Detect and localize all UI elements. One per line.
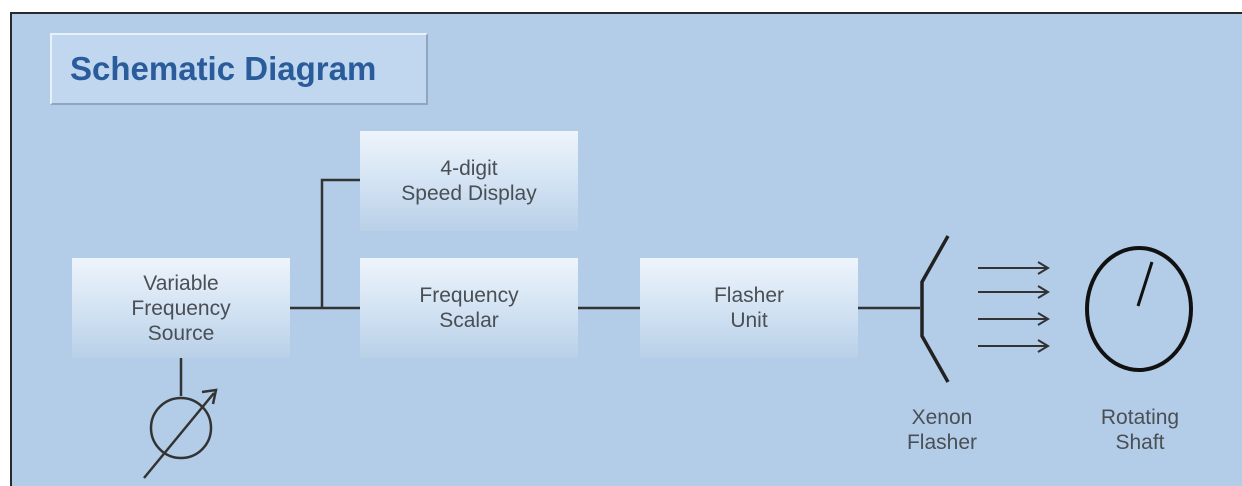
diagram-title: Schematic Diagram	[70, 50, 377, 87]
frequency-scalar-label: Frequency Scalar	[419, 284, 519, 332]
rotating-shaft-label: Rotating Shaft	[1100, 406, 1180, 454]
flasher-unit-block: Flasher Unit	[640, 258, 858, 358]
speed-display-block: 4-digit Speed Display	[360, 131, 578, 231]
frequency-scalar-block: Frequency Scalar	[360, 258, 578, 358]
variable-control-icon	[143, 388, 218, 479]
flasher-unit-label: Flasher Unit	[713, 284, 785, 332]
xenon-flasher-label: Xenon Flasher	[906, 406, 978, 454]
xenon-flasher-icon	[920, 235, 950, 383]
rotating-shaft-icon	[1085, 246, 1193, 372]
light-rays-icon	[978, 261, 1050, 353]
wire-branch-to-display	[320, 178, 360, 308]
variable-frequency-source-block: Variable Frequency Source	[72, 258, 290, 358]
variable-frequency-source-label: Variable Frequency Source	[131, 271, 231, 345]
title-box: Schematic Diagram	[50, 33, 428, 105]
speed-display-label: 4-digit Speed Display	[401, 157, 537, 205]
